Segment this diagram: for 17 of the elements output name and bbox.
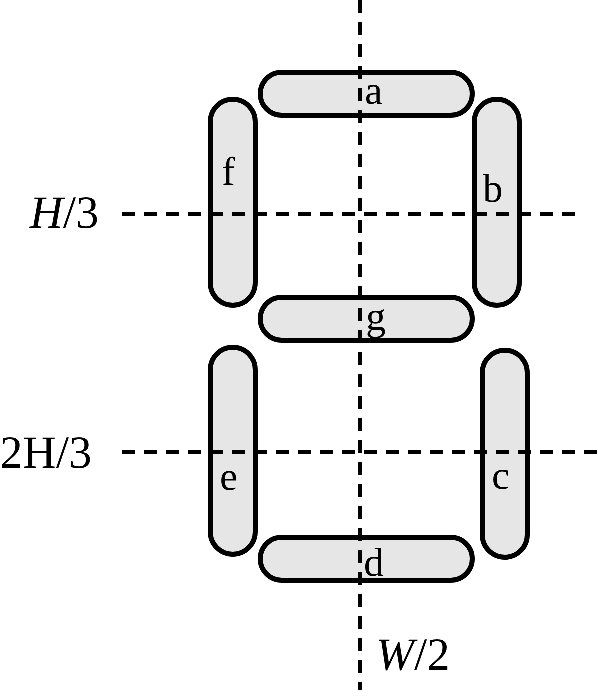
display-segment xyxy=(208,345,258,557)
segment-label: b xyxy=(483,169,503,209)
segment-label: c xyxy=(492,456,510,496)
display-segment xyxy=(258,295,475,343)
segment-label: a xyxy=(365,71,383,111)
axis-label: H/3 xyxy=(30,190,100,236)
axis-label: 2H/3 xyxy=(0,430,92,476)
axis-label: W/2 xyxy=(376,632,450,678)
segment-label: f xyxy=(222,152,236,192)
segment-label: e xyxy=(220,457,238,497)
segment-label: g xyxy=(366,297,386,337)
display-segment xyxy=(472,97,522,308)
display-segment xyxy=(258,535,475,583)
display-segment xyxy=(480,348,530,560)
display-segment xyxy=(208,97,258,308)
segment-label: d xyxy=(364,543,384,583)
display-segment xyxy=(258,70,475,118)
